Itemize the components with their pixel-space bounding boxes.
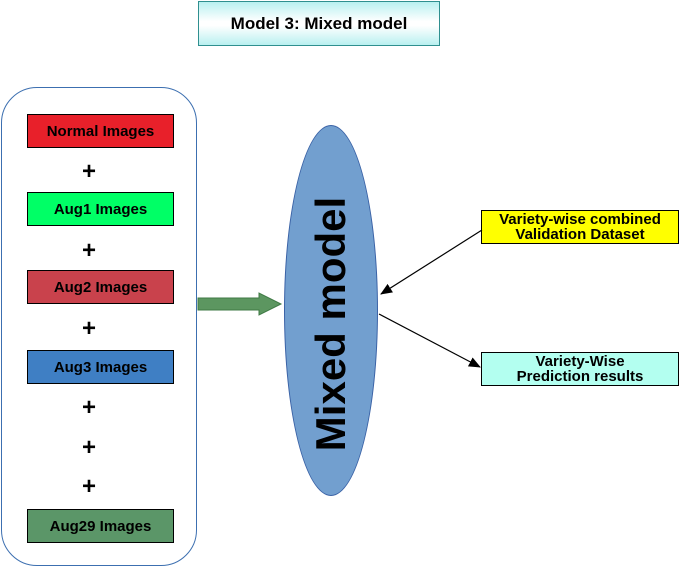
plus-symbol: + (81, 394, 96, 421)
mixed-model-ellipse (284, 125, 378, 496)
diagram-title: Model 3: Mixed model (198, 1, 440, 46)
aug2-images-box: Aug2 Images (27, 270, 174, 304)
plus-symbol: + (81, 158, 96, 185)
normal-images-box: Normal Images (27, 114, 174, 148)
plus-symbol: + (81, 434, 96, 461)
panel-to-model-arrow (197, 292, 283, 316)
aug1-images-box: Aug1 Images (27, 192, 174, 226)
prediction-results-box: Variety-Wise Prediction results (481, 352, 679, 386)
validation-dataset-box: Variety-wise combined Validation Dataset (481, 210, 679, 244)
plus-symbol: + (81, 237, 96, 264)
aug3-images-box: Aug3 Images (27, 350, 174, 384)
validation-to-model-arrow (380, 229, 483, 295)
validation-line-1: Variety-wise combined (499, 211, 661, 228)
results-line-1: Variety-Wise (535, 353, 625, 370)
input-images-panel (1, 87, 197, 566)
plus-symbol: + (81, 315, 96, 342)
aug29-images-box: Aug29 Images (27, 509, 174, 543)
plus-symbol: + (81, 473, 96, 500)
results-line-2: Prediction results (516, 368, 644, 385)
model-to-results-arrow (378, 313, 481, 368)
validation-line-2: Validation Dataset (515, 226, 645, 243)
